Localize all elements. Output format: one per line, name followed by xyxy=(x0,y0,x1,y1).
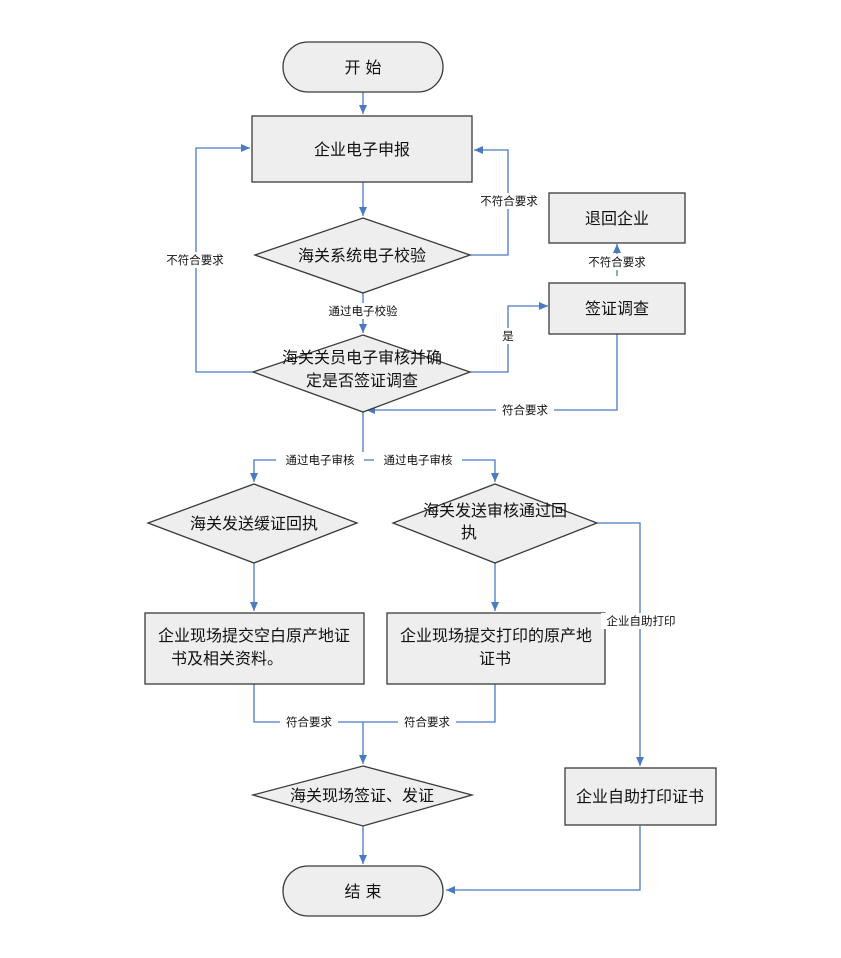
edge-label-yes: 是 xyxy=(502,329,514,343)
edge-label-not-compliant-visa: 不符合要求 xyxy=(588,255,646,269)
end-label: 结 束 xyxy=(344,882,381,901)
return-enterprise-label: 退回企业 xyxy=(585,209,649,228)
edge-label-self-print: 企业自助打印 xyxy=(607,614,676,628)
edge-label-pass-check: 通过电子校验 xyxy=(329,304,398,318)
edge-label-not-compliant-left: 不符合要求 xyxy=(166,253,224,267)
arrow-visa-compliant-back xyxy=(366,334,618,414)
officer-review-label-line1: 海关关员电子审核并确 xyxy=(282,348,442,367)
edge-label-compliant-right: 符合要求 xyxy=(404,715,450,729)
approved-receipt-label-line2: 执 xyxy=(461,523,477,542)
declare-box xyxy=(251,115,473,183)
edge-label-compliant-visa: 符合要求 xyxy=(502,403,548,417)
return-enterprise-box xyxy=(548,192,686,244)
arrow-approved-to-selfprint xyxy=(597,522,644,766)
edge-label-compliant-left: 符合要求 xyxy=(286,715,332,729)
approved-receipt-label-line1: 海关发送审核通过回 xyxy=(423,501,567,520)
visa-investigation-box xyxy=(548,282,686,335)
submit-blank-label-line2: 书及相关资料。 xyxy=(171,649,283,668)
visa-investigation-label: 签证调查 xyxy=(585,299,649,318)
edge-label-not-compliant-right: 不符合要求 xyxy=(480,194,538,208)
approved-receipt-diamond xyxy=(391,483,599,564)
edge-label-pass-review-left: 通过电子审核 xyxy=(286,453,355,467)
submit-blank-label-line1: 企业现场提交空白原产地证 xyxy=(158,626,350,645)
system-check-label: 海关系统电子校验 xyxy=(298,246,426,265)
start-label: 开 始 xyxy=(344,58,381,77)
deferred-receipt-diamond xyxy=(146,483,359,564)
end-terminal xyxy=(282,865,444,917)
arrow-selfprint-to-end xyxy=(446,826,641,894)
deferred-receipt-label: 海关发送缓证回执 xyxy=(190,514,318,533)
submit-blank-box xyxy=(144,612,365,685)
start-terminal xyxy=(282,41,444,93)
declare-label: 企业电子申报 xyxy=(314,140,410,159)
self-print-label: 企业自助打印证书 xyxy=(576,787,704,806)
system-check-diamond xyxy=(253,217,472,294)
edge-label-pass-review-right: 通过电子审核 xyxy=(384,453,453,467)
self-print-box xyxy=(564,767,717,826)
sign-issue-label: 海关现场签证、发证 xyxy=(290,786,434,805)
officer-review-diamond xyxy=(251,334,472,413)
submit-printed-label-line2: 证书 xyxy=(479,649,511,668)
sign-issue-diamond xyxy=(250,765,475,827)
submit-printed-box xyxy=(386,612,606,685)
submit-printed-label-line1: 企业现场提交打印的原产地 xyxy=(400,626,592,645)
officer-review-label-line2: 定是否签证调查 xyxy=(306,371,418,390)
